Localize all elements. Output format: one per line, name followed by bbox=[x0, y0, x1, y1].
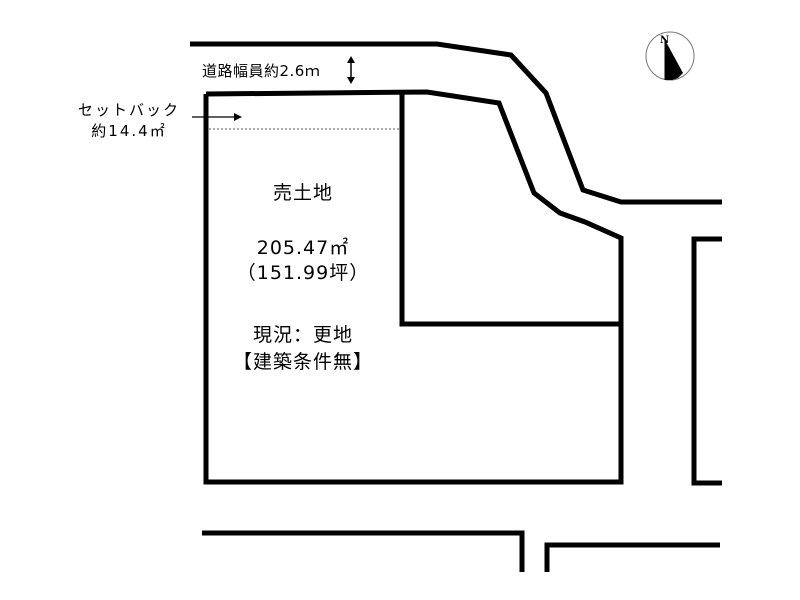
right-neighbor-boundary bbox=[691, 236, 722, 486]
lot-title: 売土地 bbox=[272, 182, 333, 204]
bottom-right-boundary bbox=[544, 542, 720, 572]
road-top-edge bbox=[190, 41, 722, 205]
building-condition: 【建築条件無】 bbox=[232, 351, 373, 373]
north-compass-icon: N bbox=[645, 31, 695, 81]
setback-arrow-head bbox=[234, 113, 242, 121]
current-state: 現況：更地 bbox=[252, 324, 353, 346]
lot-area-sqm: 205.47㎡ bbox=[256, 237, 350, 259]
bottom-left-boundary bbox=[202, 530, 525, 572]
lot-area: 205.47㎡ （151.99坪） bbox=[206, 236, 400, 286]
road-width-arrow-bottom bbox=[347, 77, 355, 84]
lot-boundary bbox=[203, 89, 624, 485]
setback-label: セットバック 約14.4㎡ bbox=[78, 100, 180, 142]
setback-label-title: セットバック bbox=[78, 101, 181, 119]
road-width-arrow-top bbox=[347, 56, 355, 63]
lot-status: 現況：更地 【建築条件無】 bbox=[206, 322, 400, 376]
road-width-label: 道路幅員約2.6ｍ bbox=[202, 62, 321, 80]
svg-text:N: N bbox=[660, 35, 669, 46]
lot-interior-division bbox=[399, 94, 621, 327]
setback-label-area: 約14.4㎡ bbox=[91, 122, 167, 140]
lot-area-tsubo: （151.99坪） bbox=[236, 262, 370, 284]
